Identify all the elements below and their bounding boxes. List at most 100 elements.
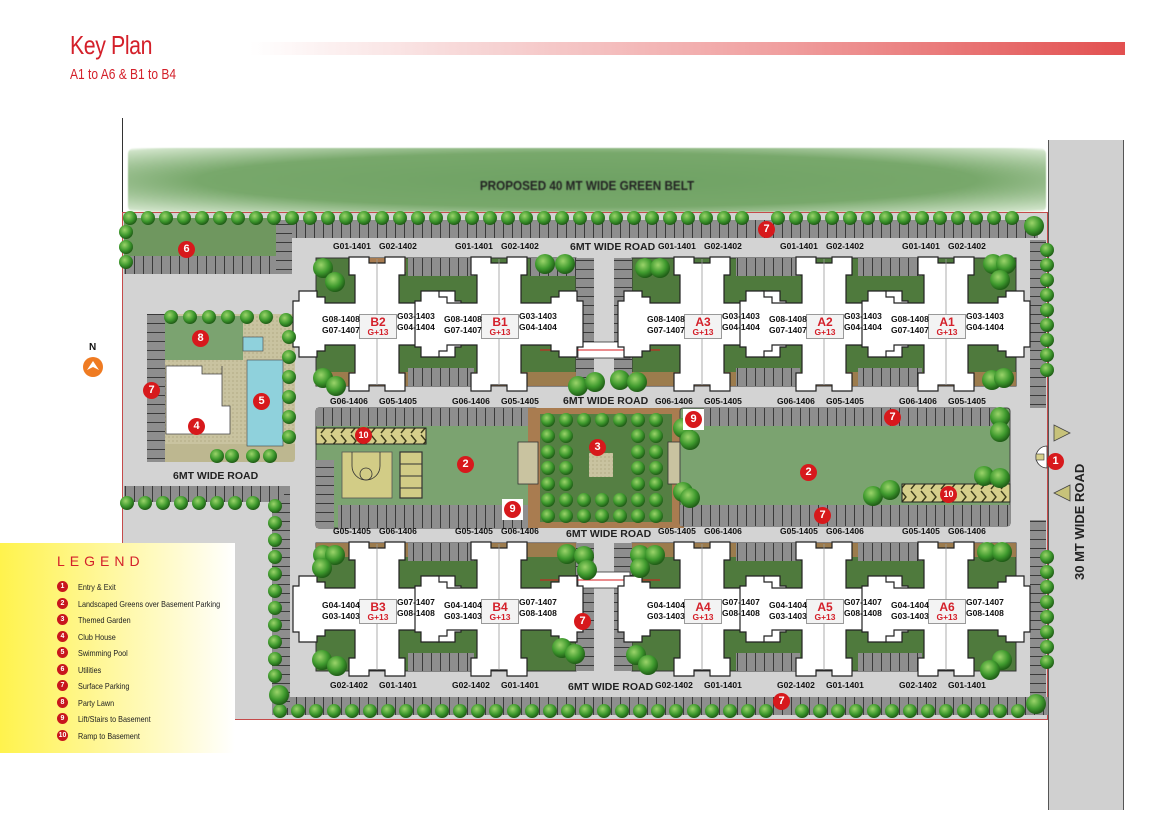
unit-label-left: G04-1404 xyxy=(647,600,685,610)
green-belt: PROPOSED 40 MT WIDE GREEN BELT xyxy=(128,148,1046,212)
unit-label-top: G06-1406 xyxy=(826,526,864,536)
unit-label-bottom: G06-1406 xyxy=(899,396,937,406)
unit-label-bottom: G02-1402 xyxy=(899,680,937,690)
marker-number: 6 xyxy=(178,241,195,258)
unit-label-top: G02-1402 xyxy=(704,241,742,251)
unit-label-bottom: G01-1401 xyxy=(379,680,417,690)
unit-label-top: G01-1401 xyxy=(902,241,940,251)
unit-label-right: G04-1404 xyxy=(722,322,760,332)
marker-number: 1 xyxy=(1047,453,1064,470)
unit-label-bottom: G05-1405 xyxy=(826,396,864,406)
marker-number: 8 xyxy=(192,330,209,347)
unit-label-right: G03-1403 xyxy=(519,311,557,321)
amenity-marker-10[interactable]: 10 xyxy=(355,427,372,444)
unit-label-bottom: G02-1402 xyxy=(655,680,693,690)
unit-label-left: G03-1403 xyxy=(322,611,360,621)
page-subtitle: A1 to A6 & B1 to B4 xyxy=(70,66,177,83)
unit-label-right: G08-1408 xyxy=(722,608,760,618)
unit-label-bottom: G01-1401 xyxy=(704,680,742,690)
unit-label-right: G07-1407 xyxy=(722,597,760,607)
unit-label-right: G07-1407 xyxy=(844,597,882,607)
legend-marker-icon: 3 xyxy=(57,614,68,625)
unit-label-right: G08-1408 xyxy=(519,608,557,618)
amenity-marker-6[interactable]: 6 xyxy=(178,241,195,258)
amenity-marker-3[interactable]: 3 xyxy=(589,439,606,456)
unit-label-bottom: G01-1401 xyxy=(948,680,986,690)
unit-label-right: G04-1404 xyxy=(519,322,557,332)
unit-label-left: G07-1407 xyxy=(769,325,807,335)
unit-label-top: G06-1406 xyxy=(948,526,986,536)
unit-label-top: G06-1406 xyxy=(704,526,742,536)
unit-label-top: G02-1402 xyxy=(501,241,539,251)
unit-label-bottom: G06-1406 xyxy=(655,396,693,406)
unit-label-bottom: G01-1401 xyxy=(501,680,539,690)
unit-label-top: G02-1402 xyxy=(948,241,986,251)
amenity-marker-10[interactable]: 10 xyxy=(940,486,957,503)
unit-label-top: G05-1405 xyxy=(455,526,493,536)
amenity-marker-2[interactable]: 2 xyxy=(457,456,474,473)
unit-label-left: G04-1404 xyxy=(891,600,929,610)
amenity-marker-1[interactable]: 1 xyxy=(1047,453,1064,470)
amenity-marker-7[interactable]: 7 xyxy=(773,693,790,710)
amenity-marker-7[interactable]: 7 xyxy=(758,221,775,238)
unit-label-bottom: G01-1401 xyxy=(826,680,864,690)
unit-label-bottom: G06-1406 xyxy=(777,396,815,406)
unit-label-right: G08-1408 xyxy=(397,608,435,618)
amenity-marker-7[interactable]: 7 xyxy=(884,409,901,426)
amenity-marker-5[interactable]: 5 xyxy=(253,393,270,410)
marker-number: 2 xyxy=(457,456,474,473)
unit-label-left: G08-1408 xyxy=(769,314,807,324)
unit-label-left: G03-1403 xyxy=(444,611,482,621)
amenity-marker-7[interactable]: 7 xyxy=(814,507,831,524)
unit-label-top: G05-1405 xyxy=(780,526,818,536)
page-title: Key Plan xyxy=(70,30,153,60)
unit-label-left: G08-1408 xyxy=(444,314,482,324)
unit-label-bottom: G02-1402 xyxy=(777,680,815,690)
amenity-marker-7[interactable]: 7 xyxy=(143,382,160,399)
unit-label-right: G03-1403 xyxy=(722,311,760,321)
unit-label-top: G05-1405 xyxy=(902,526,940,536)
unit-label-top: G02-1402 xyxy=(826,241,864,251)
road-label-south: 6MT WIDE ROAD xyxy=(568,681,654,693)
unit-label-right: G07-1407 xyxy=(519,597,557,607)
road-label-mid-north: 6MT WIDE ROAD xyxy=(563,395,649,407)
unit-label-right: G07-1407 xyxy=(966,597,1004,607)
unit-label-bottom: G02-1402 xyxy=(330,680,368,690)
amenity-marker-7[interactable]: 7 xyxy=(574,613,591,630)
unit-label-top: G05-1405 xyxy=(658,526,696,536)
road-label-north: 6MT WIDE ROAD xyxy=(570,241,656,253)
compass-north-label: N xyxy=(89,342,97,353)
unit-label-left: G03-1403 xyxy=(647,611,685,621)
unit-label-left: G03-1403 xyxy=(891,611,929,621)
amenity-marker-2[interactable]: 2 xyxy=(800,464,817,481)
unit-label-bottom: G05-1405 xyxy=(379,396,417,406)
amenity-marker-9[interactable]: 9 xyxy=(683,409,704,430)
amenity-marker-9[interactable]: 9 xyxy=(502,499,523,520)
unit-label-left: G07-1407 xyxy=(891,325,929,335)
legend-title: LEGEND xyxy=(57,553,145,569)
marker-number: 9 xyxy=(685,411,702,428)
amenity-marker-8[interactable]: 8 xyxy=(192,330,209,347)
unit-label-right: G03-1403 xyxy=(966,311,1004,321)
unit-label-top: G01-1401 xyxy=(455,241,493,251)
marker-number: 7 xyxy=(574,613,591,630)
unit-label-bottom: G05-1405 xyxy=(704,396,742,406)
compass-north-icon xyxy=(83,357,103,377)
amenity-marker-4[interactable]: 4 xyxy=(188,418,205,435)
unit-label-left: G03-1403 xyxy=(769,611,807,621)
